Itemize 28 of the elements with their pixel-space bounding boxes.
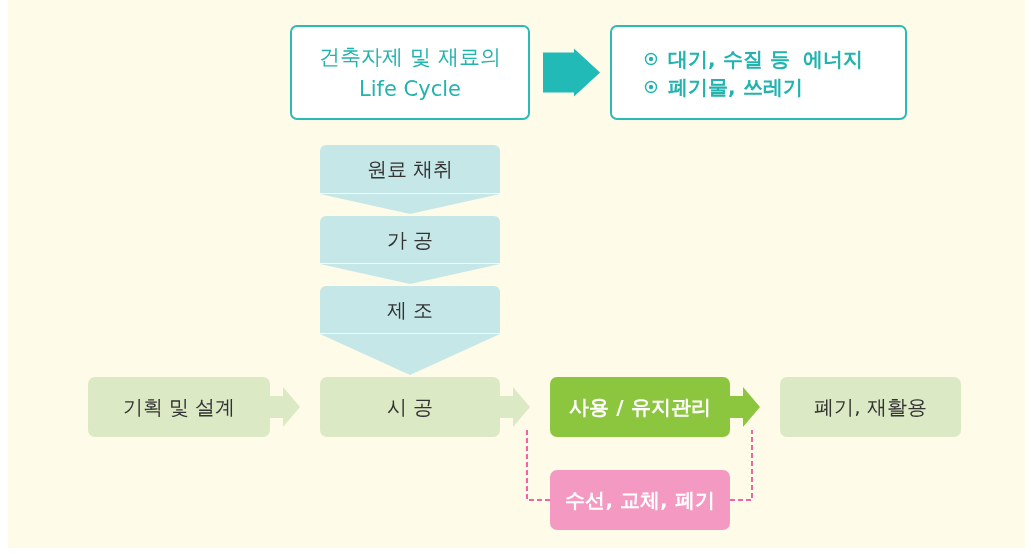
step-box (320, 286, 500, 333)
stage-box (550, 470, 730, 530)
note-box (610, 25, 907, 120)
stage-box (88, 377, 270, 437)
block-arrow (270, 387, 300, 427)
block-arrow (320, 334, 500, 375)
block-arrow (730, 387, 760, 427)
dashed-connector (729, 429, 753, 501)
stage-label: 시 공 (386, 394, 434, 421)
block-arrow (320, 264, 500, 284)
stage-label: 제 조 (386, 296, 434, 324)
bullet-text: 폐기물, 쓰레기 (668, 73, 803, 101)
heading-text: 건축자제 및 재료의 Life Cycle (318, 43, 502, 103)
stage-label: 가 공 (386, 226, 434, 254)
stage-label: 폐기, 재활용 (814, 394, 927, 421)
heading-box (290, 25, 530, 120)
stage-box (780, 377, 961, 437)
bullet-text: 대기, 수질 등 에너지 (668, 45, 864, 73)
block-arrow (500, 387, 530, 427)
stage-label: 수선, 교체, 폐기 (565, 487, 715, 514)
stage-label: 사용 / 유지관리 (569, 394, 711, 421)
dashed-connector (526, 429, 551, 501)
block-arrow (320, 194, 500, 214)
block-arrow (543, 48, 600, 97)
stage-label: 기획 및 설계 (122, 394, 236, 421)
stage-box (320, 377, 500, 437)
stage-label: 원료 채취 (366, 156, 454, 183)
stage-box (550, 377, 730, 437)
